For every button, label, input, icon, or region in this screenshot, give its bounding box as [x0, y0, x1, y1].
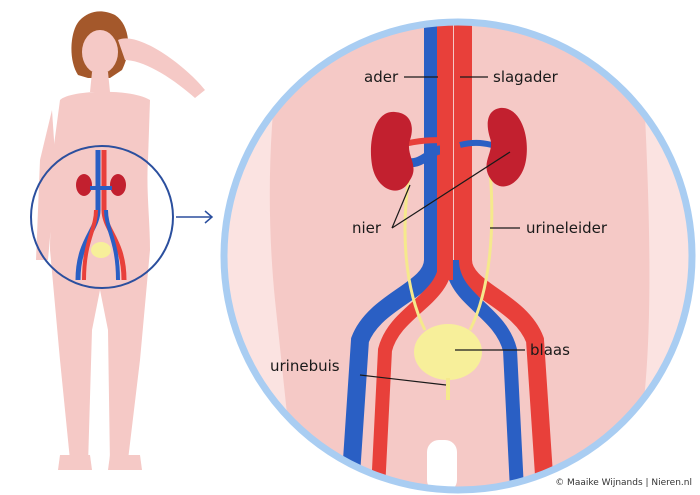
small-organs: [75, 150, 127, 281]
leader-lines: [359, 76, 525, 386]
label-bladder: blaas: [530, 341, 570, 359]
arrow-right-icon: [176, 210, 214, 224]
left-kidney: [370, 111, 414, 191]
label-kidney: nier: [352, 219, 382, 237]
label-ureter: urineleider: [526, 219, 608, 237]
bladder: [414, 324, 482, 380]
right-kidney: [486, 107, 527, 187]
label-artery: slagader: [493, 68, 559, 86]
label-vein: ader: [364, 68, 399, 86]
credit: © Maaike Wijnands | Nieren.nl: [555, 478, 692, 488]
zoom-ring: [220, 18, 696, 494]
woman-figure: [36, 11, 205, 470]
label-urethra: urinebuis: [270, 357, 340, 375]
small-zoom-ring: [30, 145, 174, 289]
